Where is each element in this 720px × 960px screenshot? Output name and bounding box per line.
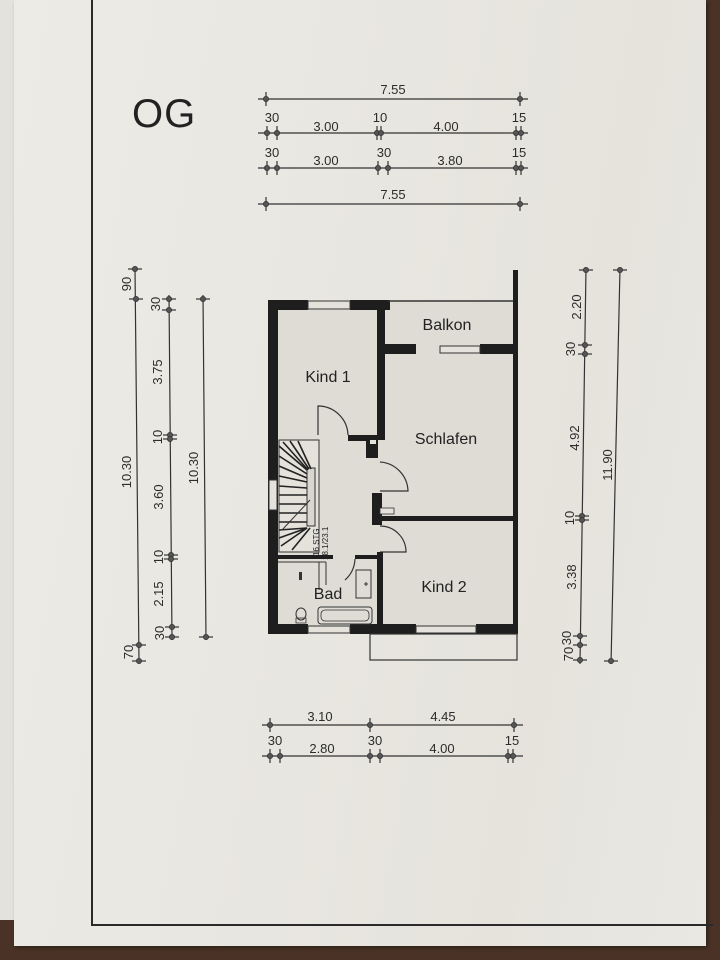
svg-text:15: 15 xyxy=(512,110,526,125)
svg-text:3.60: 3.60 xyxy=(151,484,166,509)
svg-text:3.80: 3.80 xyxy=(437,153,462,168)
svg-text:10.30: 10.30 xyxy=(186,452,201,485)
svg-text:30: 30 xyxy=(265,145,279,160)
svg-text:30: 30 xyxy=(265,110,279,125)
svg-text:10.30: 10.30 xyxy=(119,456,134,489)
svg-text:10: 10 xyxy=(151,550,166,564)
svg-text:30: 30 xyxy=(559,631,574,645)
svg-text:3.00: 3.00 xyxy=(313,119,338,134)
svg-text:15: 15 xyxy=(512,145,526,160)
svg-text:10: 10 xyxy=(150,430,165,444)
svg-text:16 STG: 16 STG xyxy=(312,528,321,556)
room-label-kind2: Kind 2 xyxy=(421,579,466,596)
dim-top-overall: 7.55 xyxy=(380,82,405,97)
svg-text:30: 30 xyxy=(368,733,382,748)
svg-text:3.38: 3.38 xyxy=(564,564,579,589)
svg-text:7.55: 7.55 xyxy=(380,187,405,202)
svg-text:4.00: 4.00 xyxy=(429,741,454,756)
svg-text:2.15: 2.15 xyxy=(151,581,166,606)
room-label-bad: Bad xyxy=(314,586,342,603)
svg-text:3.00: 3.00 xyxy=(313,153,338,168)
svg-text:4.00: 4.00 xyxy=(433,119,458,134)
left-dimensions: 90 10.30 70 30 3.75 10 3.60 10 2.15 30 1… xyxy=(119,265,214,665)
floor-plan: 16 STG 18.1/23.1 Balkon Kind 1 Schlafen … xyxy=(268,270,518,661)
right-dimensions: 2.20 30 4.92 10 3.38 30 70 11.90 xyxy=(559,266,628,665)
svg-text:15: 15 xyxy=(505,733,519,748)
floor-title: OG xyxy=(132,92,197,136)
svg-text:10: 10 xyxy=(562,511,577,525)
svg-text:10: 10 xyxy=(373,110,387,125)
svg-text:30: 30 xyxy=(377,145,391,160)
svg-text:30: 30 xyxy=(268,733,282,748)
svg-text:4.92: 4.92 xyxy=(567,425,582,450)
room-label-balkon: Balkon xyxy=(423,317,472,334)
svg-text:70: 70 xyxy=(121,645,136,659)
top-dimensions: 7.55 30 3.00 10 4.00 15 30 3.00 30 3.80 … xyxy=(258,82,528,212)
svg-text:2.20: 2.20 xyxy=(569,294,584,319)
drawing-frame xyxy=(91,0,713,926)
svg-text:30: 30 xyxy=(563,342,578,356)
room-label-kind1: Kind 1 xyxy=(305,369,350,386)
svg-text:3.75: 3.75 xyxy=(150,359,165,384)
svg-text:90: 90 xyxy=(119,277,134,291)
svg-text:30: 30 xyxy=(152,626,167,640)
bottom-dimensions: 3.10 4.45 30 2.80 30 4.00 15 xyxy=(262,709,523,764)
svg-text:70: 70 xyxy=(561,647,576,661)
svg-text:4.45: 4.45 xyxy=(430,709,455,724)
svg-text:18.1/23.1: 18.1/23.1 xyxy=(321,526,330,560)
svg-text:30: 30 xyxy=(148,297,163,311)
svg-text:2.80: 2.80 xyxy=(309,741,334,756)
room-label-schlafen: Schlafen xyxy=(415,431,477,448)
staircase: 16 STG 18.1/23.1 xyxy=(278,439,330,560)
svg-text:11.90: 11.90 xyxy=(600,449,615,481)
svg-text:3.10: 3.10 xyxy=(307,709,332,724)
bath-fixtures xyxy=(278,561,373,625)
